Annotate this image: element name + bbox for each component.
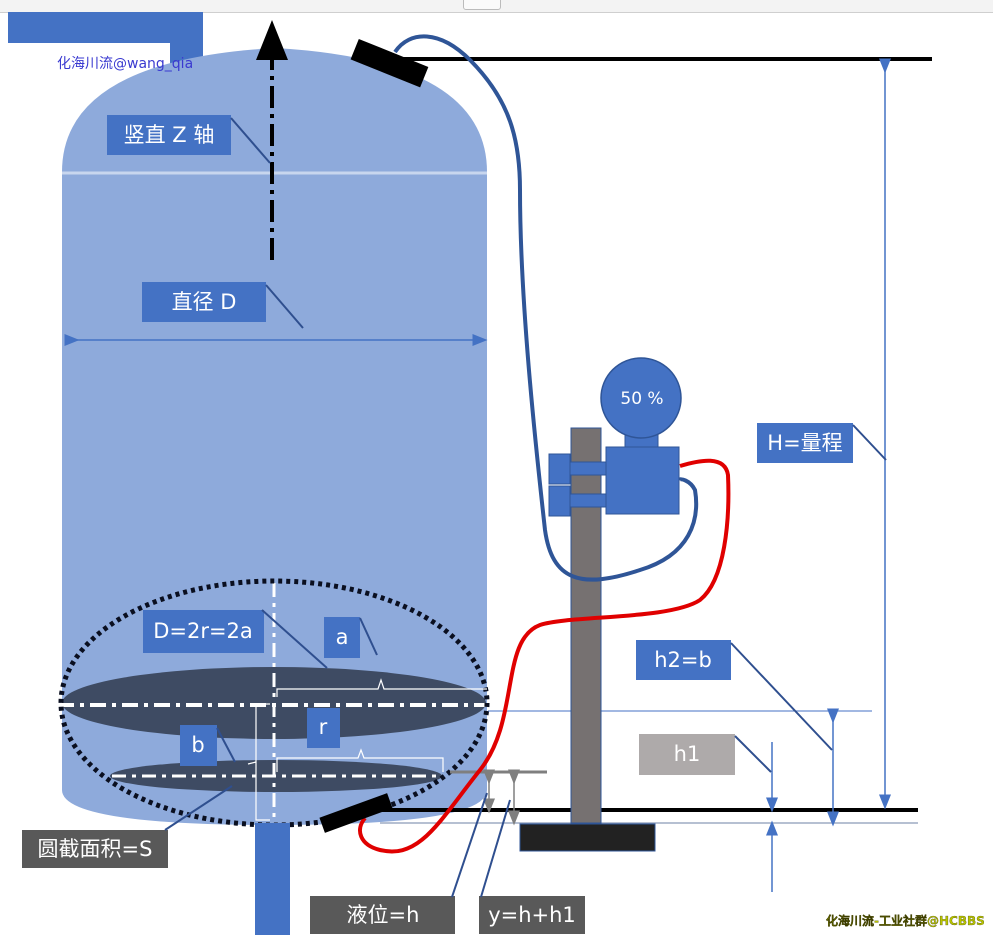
y-formula-label: y=h+h1 (488, 903, 576, 927)
a-label: a (336, 625, 349, 649)
brace-r (276, 748, 444, 772)
cross-section-label-box (22, 830, 168, 868)
inlet-pipe (8, 12, 203, 75)
range-label-box (757, 423, 853, 463)
d-relation-label-box (143, 610, 264, 653)
h1-label: h1 (674, 742, 701, 766)
h2-label: h2=b (654, 648, 712, 672)
range-label: H=量程 (767, 431, 842, 455)
r-label: r (319, 715, 328, 739)
h2-label-box (636, 640, 731, 680)
diameter-label-box (142, 282, 266, 322)
z-axis-leader (230, 117, 271, 164)
support-base (519, 823, 656, 852)
y-formula-label-box (479, 896, 585, 934)
cross-section-label: 圆截面积=S (38, 837, 153, 861)
b-label: b (191, 733, 204, 757)
connector-lower (569, 493, 608, 508)
flange-upper (548, 453, 571, 485)
h1-leader (734, 735, 772, 773)
a-leader (359, 617, 378, 656)
d-relation-leader (261, 609, 328, 669)
r-label-box (307, 708, 340, 748)
z-axis-label-box (107, 115, 231, 155)
d-relation-label: D=2r=2a (153, 619, 253, 643)
diameter-label: 直径 D (172, 290, 237, 314)
support-pole (570, 427, 602, 824)
level-label-box (310, 896, 455, 934)
red-capillary-cable (358, 458, 731, 854)
h2-leader (730, 642, 833, 751)
y-formula-leader (480, 799, 511, 898)
b-label-box (180, 725, 217, 766)
dp-transmitter: 50 % (548, 357, 682, 517)
window-top-bar (0, 0, 993, 13)
range-leader (852, 424, 887, 461)
bottom-pressure-sensor (319, 793, 393, 833)
transmitter-reading: 50 % (620, 389, 663, 409)
top-pressure-sensor (350, 38, 429, 88)
brace-b (247, 703, 270, 821)
top-bar-button[interactable] (463, 0, 501, 10)
level-label: 液位=h (347, 903, 420, 927)
b-leader (216, 727, 236, 763)
z-axis-label: 竖直 Z 轴 (124, 123, 215, 147)
level-leader (451, 792, 488, 898)
watermark-bottom-right: 化海川流-工业社群@HCBBS (826, 913, 985, 928)
outlet-pipe (255, 823, 290, 935)
watermark-top-left: 化海川流@wang_qia (57, 56, 193, 72)
cross-section-leader (164, 785, 233, 831)
transmitter-display (600, 357, 682, 439)
diameter-leader (265, 284, 304, 329)
connector-upper (569, 461, 608, 476)
flange-lower (548, 485, 571, 517)
brace-a (276, 678, 487, 697)
a-label-box (324, 617, 360, 658)
transmitter-body (605, 446, 680, 515)
h1-label-box (639, 734, 735, 775)
blue-capillary-cable (393, 34, 699, 582)
